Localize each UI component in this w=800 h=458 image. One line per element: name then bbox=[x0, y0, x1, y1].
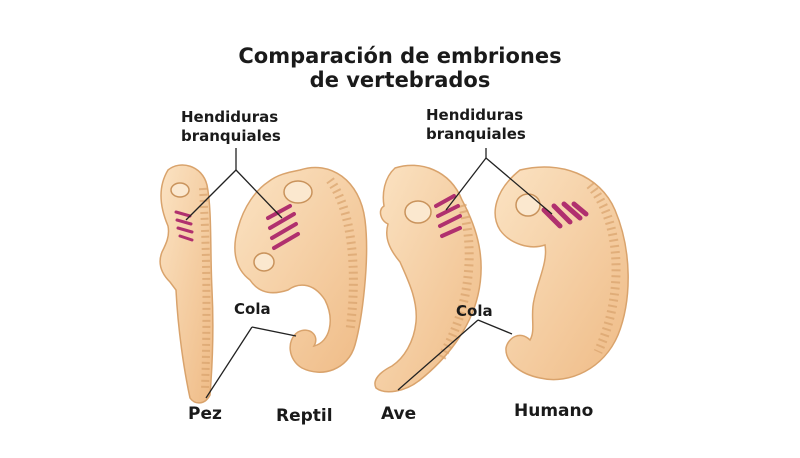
eye-icon bbox=[404, 200, 432, 224]
embryo-name-human: Humano bbox=[514, 401, 594, 421]
gill-slits bbox=[174, 210, 194, 242]
fish-embryo bbox=[159, 164, 214, 404]
embryo-name-reptile: Reptil bbox=[276, 406, 333, 426]
diagram-title-line2: de vertebrados bbox=[309, 68, 491, 92]
eye-icon bbox=[283, 180, 313, 204]
embryo-name-fish: Pez bbox=[188, 404, 222, 424]
diagram-title-line1: Comparación de embriones bbox=[238, 44, 562, 68]
gill-label-left-2: branquiales bbox=[181, 127, 281, 145]
tail-label-left: Cola bbox=[234, 300, 271, 318]
gill-label-right-1: Hendiduras bbox=[426, 106, 524, 124]
gill-slits bbox=[266, 204, 300, 250]
embryo-name-bird: Ave bbox=[381, 404, 417, 424]
gill-label-right-2: branquiales bbox=[426, 125, 526, 143]
bird-embryo bbox=[374, 164, 482, 393]
gill-slits bbox=[541, 201, 589, 229]
eye-icon bbox=[170, 182, 190, 198]
tail-label-right: Cola bbox=[456, 302, 493, 320]
eye-icon bbox=[515, 193, 541, 217]
gill-label-left-1: Hendiduras bbox=[181, 108, 279, 126]
reptile-embryo bbox=[234, 166, 368, 373]
ear-icon bbox=[253, 252, 275, 272]
human-embryo bbox=[494, 166, 629, 381]
gill-slits bbox=[434, 194, 462, 238]
leader-lines bbox=[185, 148, 553, 399]
